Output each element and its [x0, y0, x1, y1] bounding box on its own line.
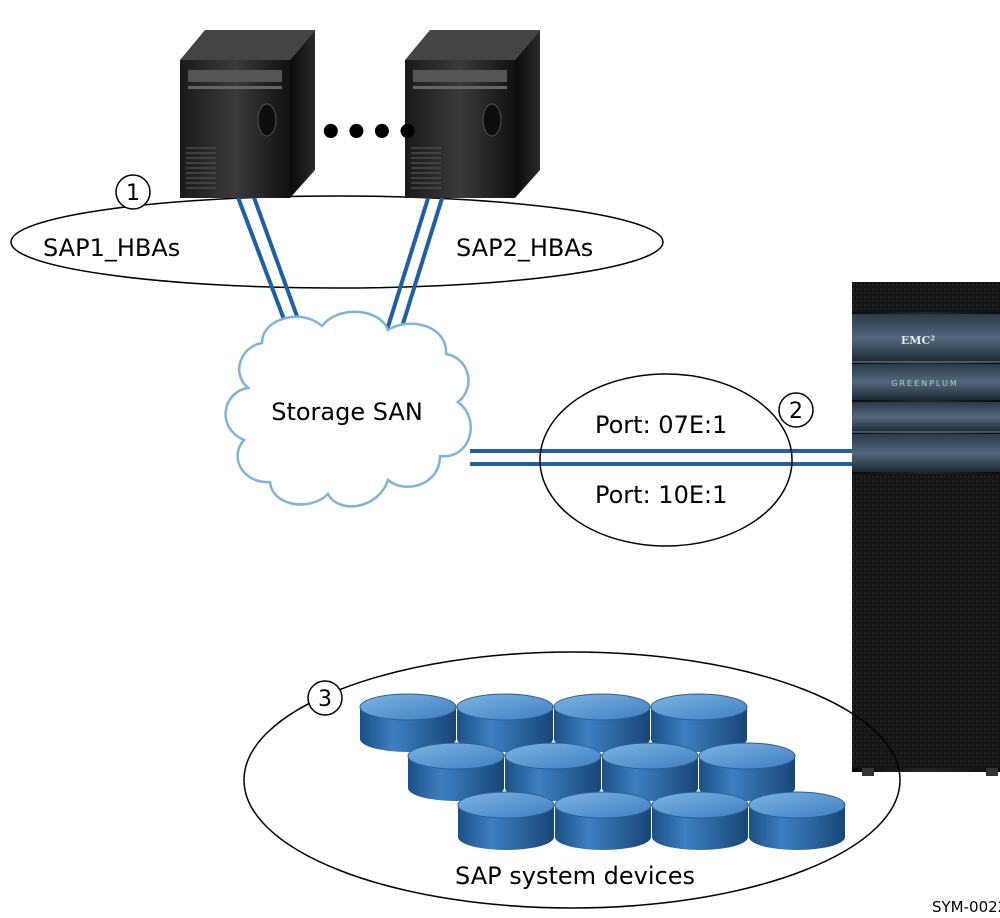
svg-text:3: 3: [318, 687, 332, 712]
disk-cylinder-icon: [457, 791, 555, 850]
server1-san-link: [234, 191, 304, 331]
sap1-hbas-label: SAP1_HBAs: [43, 234, 180, 262]
storage-array-icon: EMC² GREENPLUM: [852, 282, 1000, 776]
disk-cylinder-icon: [553, 693, 651, 752]
svg-text:2: 2: [789, 399, 803, 424]
svg-text:1: 1: [126, 181, 140, 206]
disk-array: [359, 693, 846, 850]
disk-cylinder-icon: [359, 693, 457, 752]
step-marker-1: 1: [115, 174, 151, 210]
disk-cylinder-icon: [456, 693, 554, 752]
sap2-hbas-label: SAP2_HBAs: [456, 234, 593, 262]
array-product-logo: GREENPLUM: [891, 379, 959, 388]
storage-san-label: Storage SAN: [271, 398, 423, 426]
disk-cylinder-icon: [407, 742, 505, 801]
server2-san-link: [385, 191, 446, 331]
array-brand-logo: EMC²: [901, 334, 935, 347]
disk-cylinder-icon: [651, 791, 749, 850]
disk-cylinder-icon: [601, 742, 699, 801]
port-10e1-label: Port: 10E:1: [595, 481, 727, 509]
step-marker-3: 3: [307, 680, 343, 716]
figure-id: SYM-00228: [932, 898, 1000, 916]
devices-group-ellipse: [243, 651, 901, 909]
network-cloud-icon: [224, 310, 473, 508]
hba-group-ellipse: [10, 195, 664, 289]
sap-system-devices-label: SAP system devices: [455, 862, 695, 890]
disk-cylinder-icon: [748, 791, 846, 850]
port-07e1-label: Port: 07E:1: [595, 411, 727, 439]
server-tower-icon: [405, 30, 540, 198]
disk-cylinder-icon: [698, 742, 796, 801]
more-servers-ellipsis: ••••: [318, 110, 420, 156]
step-marker-2: 2: [778, 392, 814, 428]
disk-cylinder-icon: [504, 742, 602, 801]
san-array-link: [470, 449, 855, 466]
disk-cylinder-icon: [554, 791, 652, 850]
server-tower-icon: [180, 30, 315, 198]
port-group-ellipse: [539, 373, 793, 547]
disk-cylinder-icon: [650, 693, 748, 752]
